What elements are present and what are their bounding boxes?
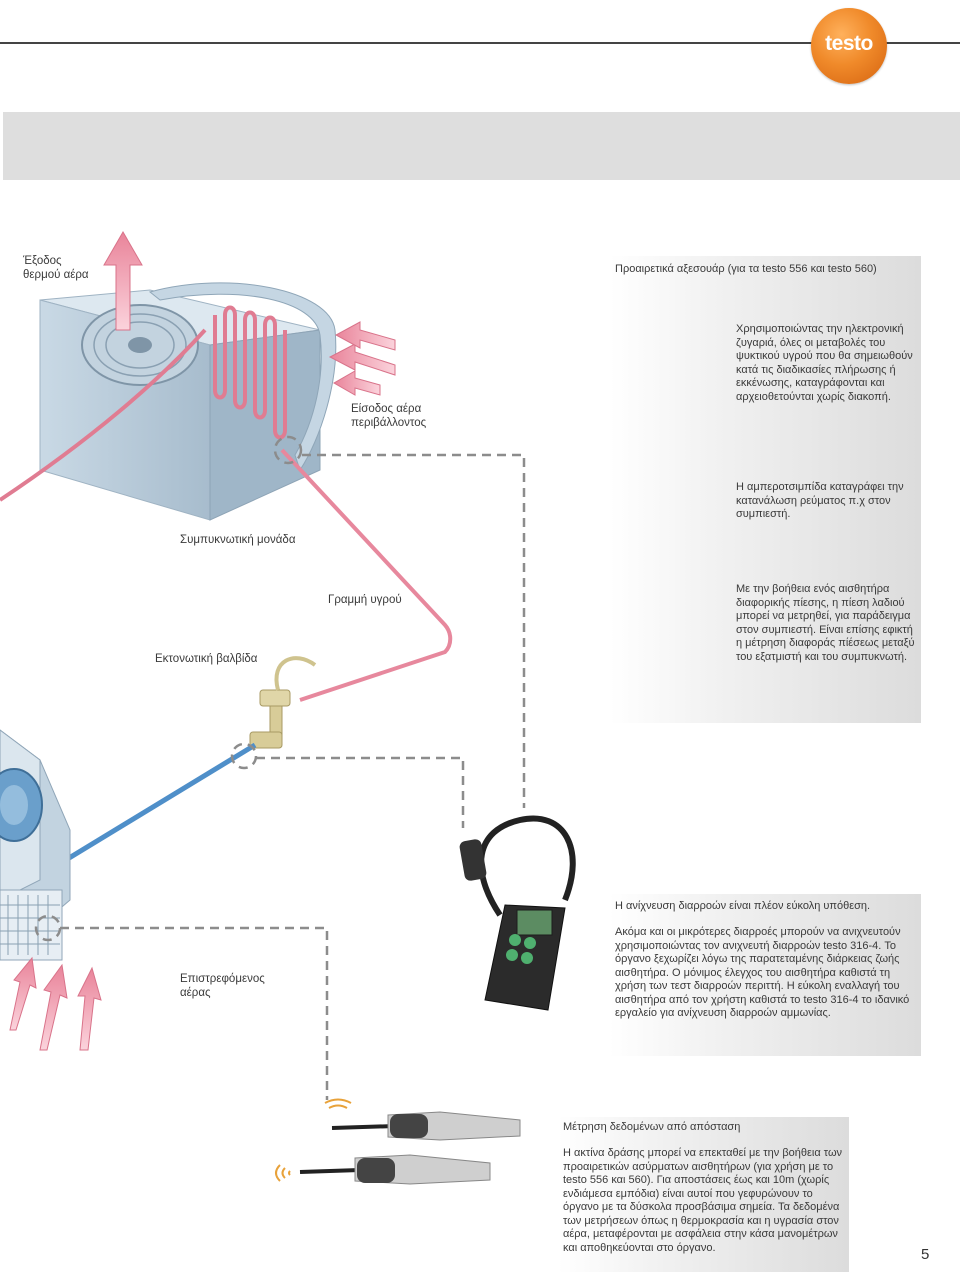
leak-detector-graphic [459,815,576,1011]
label-air-inlet: Είσοδος αέρα περιβάλλοντος [351,403,427,429]
label-expansion-valve: Εκτονωτική βαλβίδα [155,653,258,665]
page-number: 5 [921,1246,930,1263]
accessories-panel [610,256,921,723]
testo-logo: testo [811,8,887,84]
remote-panel [558,1117,849,1272]
header-rule [0,42,960,44]
leak-title: Η ανίχνευση διαρροών είναι πλέον εύκολη … [615,900,871,912]
condenser-unit-graphic [0,230,396,521]
label-condenser-unit: Συμπυκνωτική μονάδα [180,534,296,546]
expansion-valve-graphic [249,656,317,749]
label-heat-exit: Έξοδος θερμού αέρα [23,255,89,281]
pressure-description: Με την βοήθεια ενός αισθητήρα διαφορικής… [736,583,915,663]
wireless-probes-graphic [275,1098,521,1185]
remote-title: Μέτρηση δεδομένων από απόσταση [563,1121,741,1133]
remote-description: Η ακτίνα δράσης μπορεί να επεκταθεί με τ… [563,1147,843,1254]
accessories-title: Προαιρετικά αξεσουάρ (για τα testo 556 κ… [615,263,877,275]
label-liquid-line: Γραμμή υγρού [328,594,402,606]
testo-logo-text: testo [825,32,873,55]
grey-banner [3,112,960,180]
evaporator-unit-graphic [0,729,102,1051]
scale-description: Χρησιμοποιώντας την ηλεκτρονική ζυγαριά,… [736,323,913,403]
label-return-air: Επιστρεφόμενος αέρας [180,973,265,999]
leak-panel [609,894,921,1056]
leak-description: Ακόμα και οι μικρότερες διαρροές μπορούν… [615,926,910,1019]
clamp-description: Η αμπεροτσιμπίδα καταγράφει την κατανάλω… [736,481,904,520]
